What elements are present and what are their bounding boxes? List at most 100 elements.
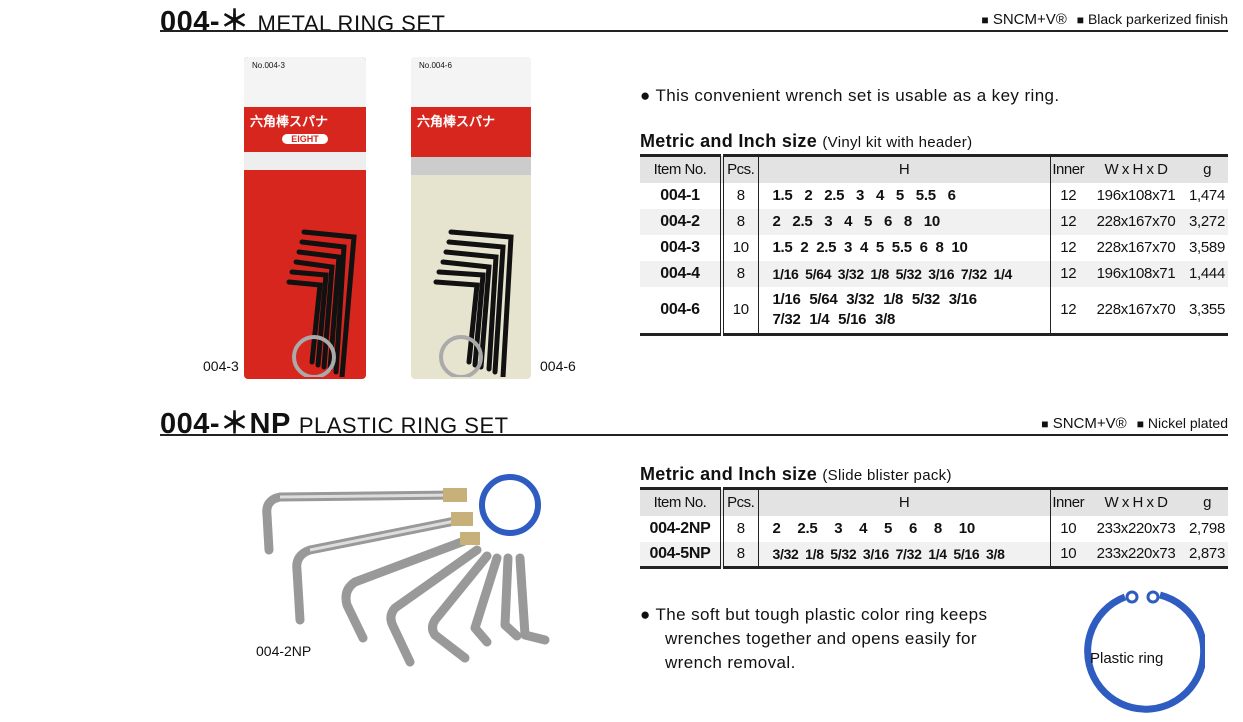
col-pcs: Pcs. (722, 488, 759, 516)
cell-h: 2 2.5 3 4 5 6 8 10 (758, 208, 1051, 235)
cell-dim: 228x167x70 (1086, 208, 1186, 235)
cell-item: 004-4 (640, 260, 724, 287)
cell-pcs: 10 (722, 234, 759, 261)
col-weight: g (1186, 488, 1228, 516)
cell-dim: 228x167x70 (1096, 239, 1176, 256)
divider (160, 434, 1228, 436)
cell-weight: 3,589 (1188, 239, 1226, 256)
product-name: METAL RING SET (257, 11, 446, 36)
cell-inner: 10 (1050, 541, 1086, 568)
package-number: No.004-6 (411, 57, 531, 107)
cell-weight: 1,474 (1188, 187, 1226, 204)
col-pcs: Pcs. (722, 155, 759, 183)
col-h: H (758, 155, 1051, 183)
table-title: Metric and Inch size (Slide blister pack… (640, 464, 952, 485)
cell-item: 004-5NP (640, 541, 724, 568)
feature-text: The soft but tough plastic color ring ke… (655, 605, 988, 624)
hex-keys-black (433, 229, 514, 377)
cell-item: 004-1 (640, 182, 724, 209)
section-title-metal: 004-＊ METAL RING SET (160, 0, 445, 40)
spec-material: SNCM+V® (992, 11, 1067, 28)
cell-inner: 12 (1050, 208, 1086, 235)
cell-weight: 3,355 (1188, 301, 1226, 319)
product-code: 004-＊ (160, 6, 250, 38)
cell-dim: 233x220x73 (1086, 541, 1186, 568)
plastic-ring-image (1084, 590, 1205, 713)
cell-pcs: 8 (722, 541, 759, 568)
cell-dim: 228x167x70 (1096, 301, 1176, 319)
caption-004-2NP: 004-2NP (256, 643, 312, 659)
cell-h: 1.5 2 2.5 3 4 5 5.5 6 8 10 (758, 234, 1051, 261)
cell-pcs: 8 (722, 260, 759, 287)
brand-logo: EIGHT (282, 134, 328, 144)
package-004-6-image: No.004-6 六角棒スパナ (411, 57, 531, 379)
package-004-3-image: No.004-3 六角棒スパナ EIGHT (244, 57, 366, 379)
spec-badges: ■ SNCM+V® ■ Black parkerized finish (981, 11, 1228, 28)
cell-item: 004-6 (640, 286, 724, 335)
col-dim: W x H x D (1086, 155, 1186, 183)
table-subtitle: (Slide blister pack) (822, 467, 952, 484)
cell-inner: 12 (1060, 187, 1077, 204)
cell-dim: 233x220x73 (1096, 520, 1176, 537)
col-inner: Inner (1050, 155, 1086, 183)
feature-text: This convenient wrench set is usable as … (655, 86, 1060, 105)
feature-bullet: ● This convenient wrench set is usable a… (640, 86, 1060, 105)
table-header: Item No. Pcs. H Inner W x H x D g (640, 155, 1228, 183)
cell-inner: 12 (1060, 239, 1077, 256)
hex-keys-nickel-image (262, 474, 550, 667)
col-item: Item No. (640, 155, 724, 183)
cell-h: 1.5 2 2.5 3 4 5 5.5 6 (758, 182, 1051, 209)
cell-item: 004-2NP (640, 515, 724, 542)
cell-weight: 2,873 (1186, 541, 1228, 568)
cell-pcs: 8 (722, 208, 759, 235)
cell-dim: 196x108x71 (1096, 187, 1176, 204)
cell-weight: 3,272 (1186, 208, 1228, 235)
cell-dim: 196x108x71 (1086, 260, 1186, 287)
cell-weight: 2,798 (1188, 520, 1226, 537)
feature-text: wrenches together and opens easily for (665, 629, 977, 648)
package-title: 六角棒スパナ (250, 114, 329, 129)
caption-004-3: 004-3 (203, 358, 239, 374)
cell-h: 1/16 5/64 3/32 1/8 5/32 3/16 7/32 1/4 (758, 260, 1051, 287)
caption-004-6: 004-6 (540, 358, 576, 374)
table-subtitle: (Vinyl kit with header) (822, 134, 973, 151)
divider (160, 30, 1228, 32)
table-header: Item No. Pcs. H Inner W x H x D g (640, 488, 1228, 516)
cell-pcs: 8 (722, 182, 759, 209)
cell-item: 004-2 (640, 208, 724, 235)
col-inner: Inner (1050, 488, 1086, 516)
col-item: Item No. (640, 488, 724, 516)
table-title-text: Metric and Inch size (640, 464, 818, 484)
cell-pcs: 8 (722, 515, 759, 542)
cell-inner: 12 (1060, 301, 1077, 319)
col-h: H (758, 488, 1051, 516)
hex-keys-black (286, 229, 357, 377)
package-number: No.004-3 (244, 57, 366, 107)
col-weight: g (1186, 155, 1228, 183)
spec-finish: Black parkerized finish (1087, 11, 1228, 27)
table-title: Metric and Inch size (Vinyl kit with hea… (640, 131, 972, 152)
package-title: 六角棒スパナ (417, 114, 496, 129)
cell-weight: 1,444 (1186, 260, 1228, 287)
cell-inner: 10 (1060, 520, 1077, 537)
spec-finish: Nickel plated (1147, 415, 1228, 431)
cell-h: 3/32 1/8 5/32 3/16 7/32 1/4 5/16 3/8 (758, 541, 1051, 568)
spec-table-plastic: Item No. Pcs. H Inner W x H x D g 004-2N… (640, 487, 1228, 569)
section-title-plastic: 004-＊NP PLASTIC RING SET (160, 400, 509, 442)
table-title-text: Metric and Inch size (640, 131, 818, 151)
cell-pcs: 10 (722, 286, 759, 335)
cell-inner: 12 (1050, 260, 1086, 287)
spec-badges: ■ SNCM+V® ■ Nickel plated (1041, 415, 1228, 432)
cell-item: 004-3 (640, 234, 724, 261)
feature-bullet: ● The soft but tough plastic color ring … (640, 603, 987, 675)
cell-h: 2 2.5 3 4 5 6 8 10 (758, 515, 1051, 542)
cell-h: 1/16 5/64 3/32 1/8 5/32 3/16 7/32 1/4 5/… (758, 286, 1051, 335)
